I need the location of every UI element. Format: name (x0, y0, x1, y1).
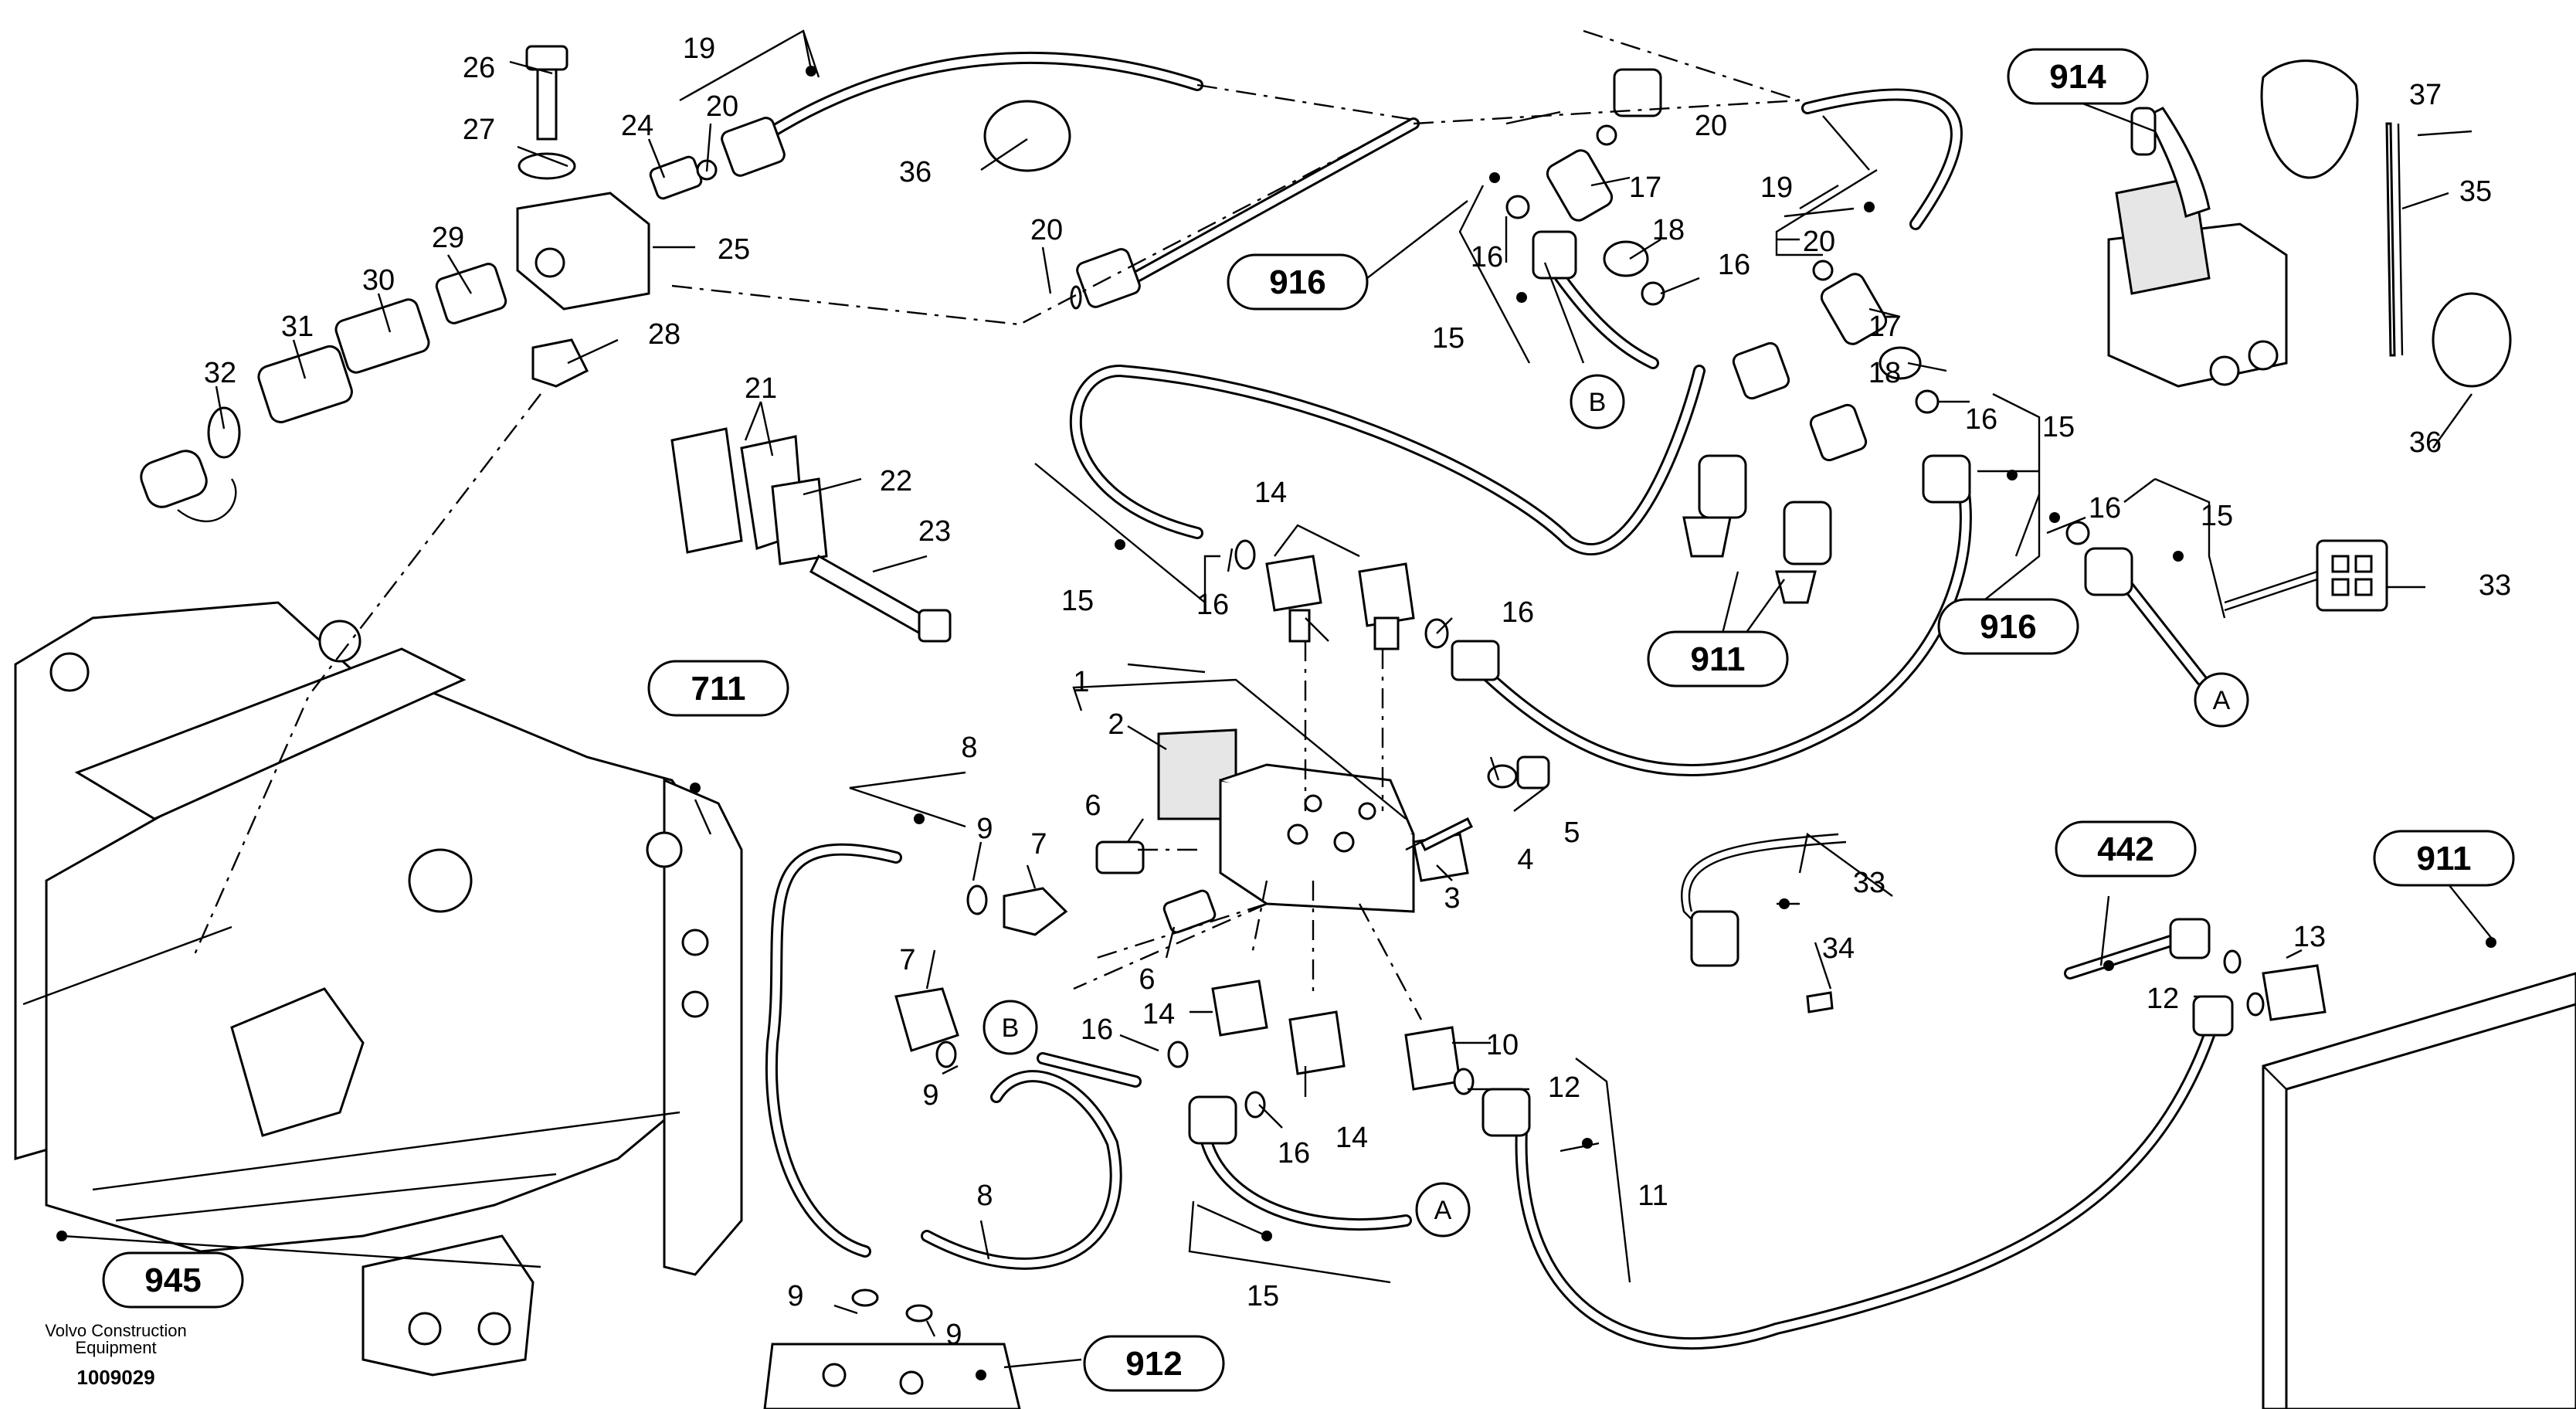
circle-badges (983, 374, 2249, 1238)
callout-3: 3 (1444, 882, 1460, 915)
bullet-dots (56, 66, 2496, 1380)
drawing-number: 1009029 (76, 1366, 154, 1389)
callout-18-a: 18 (1652, 214, 1685, 246)
callout-16-d: 16 (2089, 492, 2121, 525)
group-label-916-a: 916 (1269, 263, 1325, 301)
callout-36-a: 36 (899, 156, 932, 188)
callout-31: 31 (281, 311, 314, 343)
hoses (743, 51, 2318, 1350)
callout-8-b: 8 (976, 1180, 993, 1212)
group-label-911-b: 911 (2417, 840, 2472, 878)
callout-35: 35 (2459, 175, 2492, 208)
callout-15-d: 15 (1061, 585, 1094, 617)
callout-2: 2 (1108, 708, 1124, 741)
group-label-711: 711 (691, 670, 746, 708)
callout-32: 32 (204, 357, 236, 389)
callout-26: 26 (463, 52, 495, 84)
group-label-442: 442 (2097, 830, 2153, 868)
callout-14-b: 14 (1142, 998, 1175, 1030)
callout-numbers: 26 27 29 30 31 32 24 20 19 25 28 36 20 2… (204, 32, 2511, 1351)
callout-13: 13 (2293, 921, 2326, 953)
manufacturer-name-line2: Equipment (75, 1338, 156, 1357)
group-badges (102, 48, 2515, 1392)
callout-14-c: 14 (1336, 1122, 1368, 1154)
connection-label-a-lower: A (1434, 1196, 1452, 1225)
callout-21: 21 (745, 372, 777, 405)
callout-16-f: 16 (1502, 596, 1534, 629)
callout-15-e: 15 (1247, 1280, 1279, 1312)
callout-24: 24 (621, 110, 653, 142)
joystick-control (2107, 59, 2404, 388)
callout-6-a: 6 (1084, 789, 1101, 822)
callout-9-c: 9 (787, 1280, 803, 1312)
callout-20-a: 20 (706, 90, 738, 123)
loader-frame (14, 601, 743, 1377)
hose-clamps (983, 100, 2512, 388)
connection-label-a-right: A (2213, 686, 2231, 715)
callout-5: 5 (1563, 817, 1580, 849)
callout-23: 23 (918, 515, 951, 548)
callout-19-b: 19 (1760, 171, 1793, 204)
callout-34: 34 (1822, 932, 1855, 965)
callout-20-c: 20 (1695, 110, 1727, 142)
callout-9-a: 9 (976, 813, 993, 845)
callout-7-a: 7 (1030, 828, 1047, 861)
group-label-911-a: 911 (1691, 640, 1746, 678)
callout-8-a: 8 (961, 732, 977, 764)
callout-12-b: 12 (2147, 983, 2179, 1015)
callout-12-a: 12 (1548, 1071, 1580, 1104)
callout-16-h: 16 (1278, 1137, 1310, 1170)
callout-7-b: 7 (899, 944, 915, 976)
callout-16-e: 16 (1196, 589, 1229, 621)
group-label-914: 914 (2049, 58, 2106, 96)
callout-1: 1 (1073, 666, 1089, 698)
callout-20-d: 20 (1803, 226, 1835, 258)
callout-17-a: 17 (1629, 171, 1661, 204)
connection-label-b-lower: B (1002, 1013, 1020, 1043)
connection-label-b-upper: B (1589, 388, 1607, 417)
group-label-912: 912 (1125, 1345, 1182, 1383)
callout-37: 37 (2409, 79, 2442, 111)
assembly-lines (192, 29, 1800, 1020)
callout-29: 29 (432, 222, 464, 254)
callout-20-b: 20 (1030, 214, 1063, 246)
callout-17-b: 17 (1868, 311, 1901, 343)
callout-16-b: 16 (1718, 249, 1750, 281)
callout-4: 4 (1517, 844, 1533, 876)
callout-11: 11 (1638, 1180, 1668, 1212)
callout-15-b: 15 (2042, 411, 2075, 443)
callout-33-b: 33 (1853, 867, 1885, 899)
callout-18-b: 18 (1868, 357, 1901, 389)
callout-16-c: 16 (1965, 403, 1997, 436)
callout-25: 25 (718, 233, 750, 266)
callout-15-a: 15 (1432, 322, 1464, 355)
callout-9-b: 9 (922, 1079, 938, 1112)
callout-30: 30 (362, 264, 395, 297)
group-label-916-b: 916 (1980, 608, 2036, 646)
callout-16-g: 16 (1081, 1013, 1113, 1046)
callout-16-a: 16 (1471, 241, 1503, 273)
callout-15-c: 15 (2201, 500, 2233, 532)
callout-22: 22 (880, 465, 912, 497)
leader-lines (61, 29, 2496, 1369)
group-label-945: 945 (144, 1261, 201, 1299)
callout-28: 28 (648, 318, 680, 351)
callout-9-d: 9 (945, 1319, 962, 1351)
bolt-3 (1405, 817, 1474, 852)
callout-33-a: 33 (2479, 569, 2511, 602)
manufacturer-name: Volvo Construction (45, 1321, 186, 1340)
callout-6-b: 6 (1139, 963, 1155, 996)
callout-19-a: 19 (683, 32, 715, 65)
valve-block (1157, 728, 1469, 913)
callout-36-b: 36 (2409, 426, 2442, 459)
callout-27: 27 (463, 114, 495, 146)
callout-14-a: 14 (1254, 477, 1287, 509)
hydraulic-tank (2262, 972, 2576, 1409)
callout-10: 10 (1486, 1029, 1519, 1061)
